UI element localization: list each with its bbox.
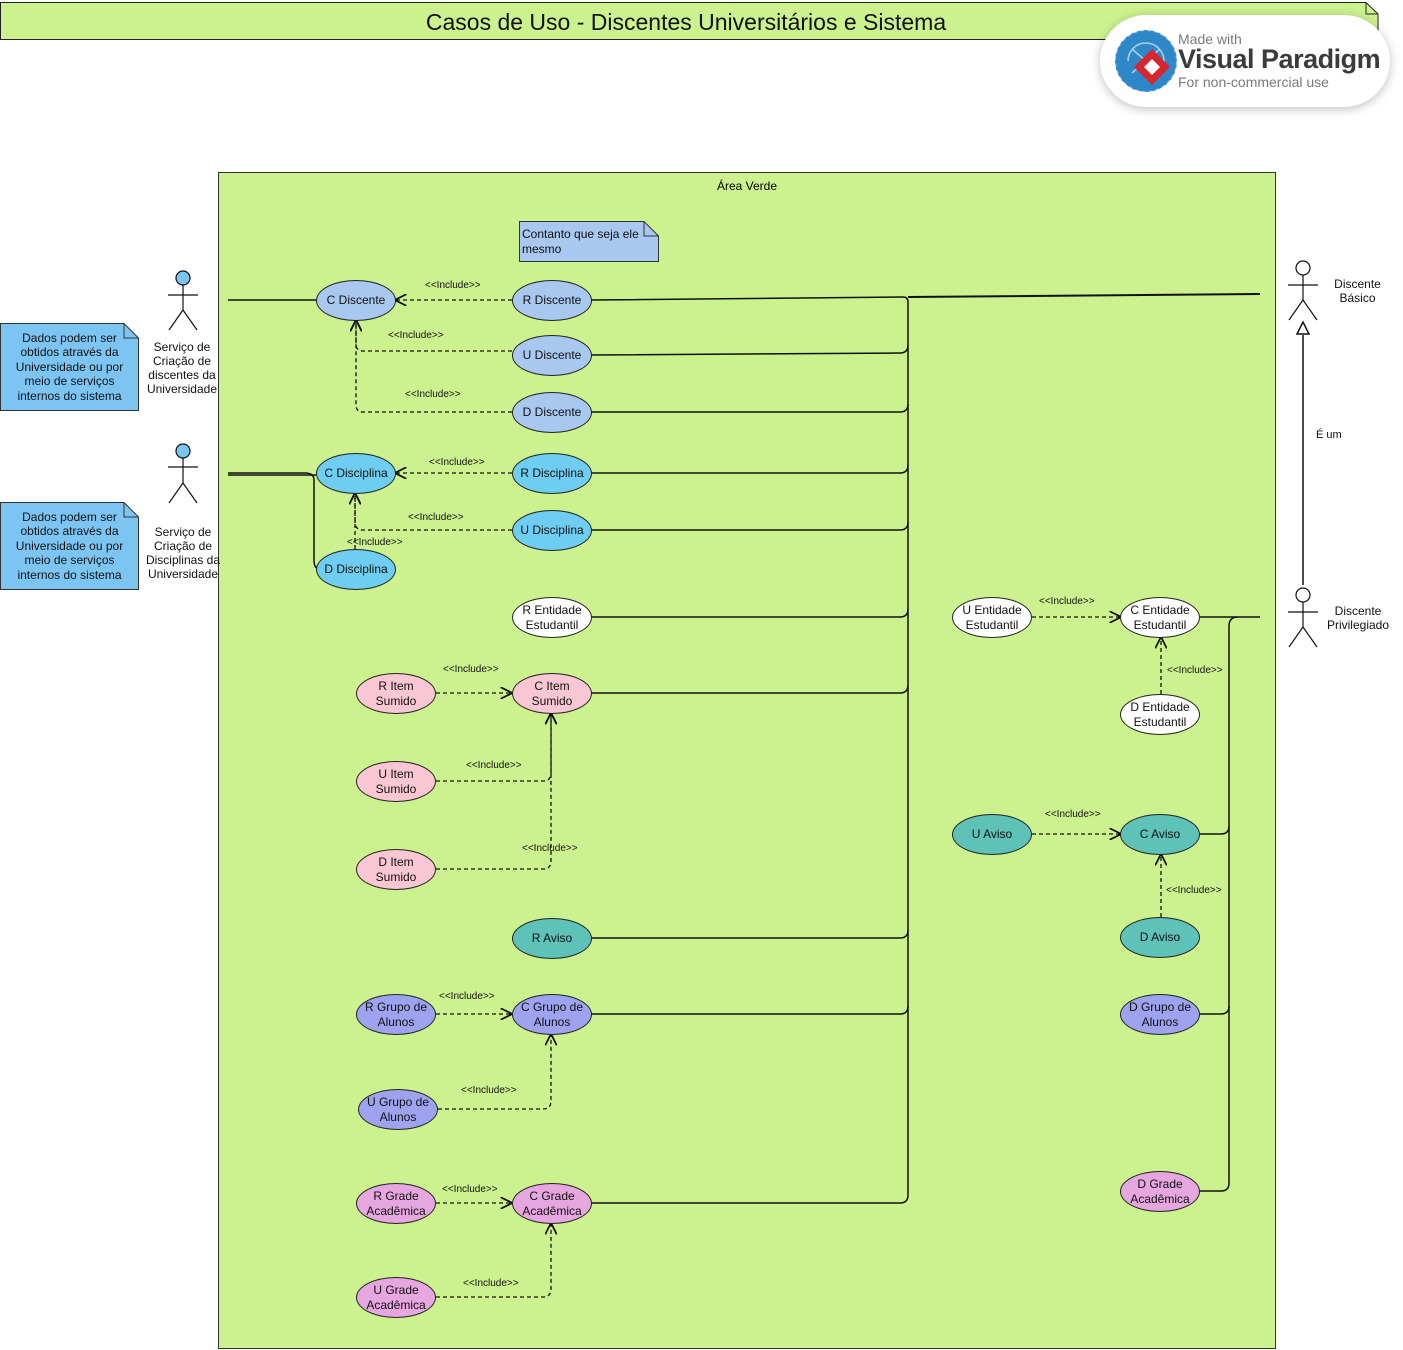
title-bar: Casos de Uso - Discentes Universitários … — [0, 2, 1379, 40]
use-case-d-grade[interactable]: D Grade Acadêmica — [1120, 1171, 1200, 1212]
include-label: <<Include>> — [522, 843, 578, 854]
use-case-u-entidade[interactable]: U Entidade Estudantil — [952, 597, 1032, 638]
include-label: <<Include>> — [443, 664, 499, 675]
assoc-line — [591, 521, 909, 531]
include-line — [355, 494, 512, 531]
actor-label-discentes-service: Serviço de Criação de discentes da Unive… — [146, 340, 218, 396]
assoc-line — [591, 684, 909, 694]
include-label: <<Include>> — [388, 330, 444, 341]
use-case-r-aviso[interactable]: R Aviso — [512, 918, 592, 959]
include-label: <<Include>> — [1039, 596, 1095, 607]
note-dados-disciplinas: Dados podem ser obtidos através da Unive… — [0, 502, 139, 590]
actor-discente-basico-icon — [1288, 260, 1318, 321]
include-label: <<Include>> — [429, 457, 485, 468]
visual-paradigm-logo-icon — [1114, 29, 1178, 93]
watermark-subtitle: For non-commercial use — [1178, 74, 1329, 90]
use-case-r-discente[interactable]: R Discente — [512, 280, 592, 321]
use-case-c-item[interactable]: C Item Sumido — [512, 673, 592, 714]
include-label: <<Include>> — [1167, 665, 1223, 676]
use-case-d-aviso[interactable]: D Aviso — [1120, 917, 1200, 958]
assoc-line — [1200, 1005, 1230, 1015]
assoc-line — [590, 344, 909, 356]
use-case-u-disciplina[interactable]: U Disciplina — [512, 510, 592, 551]
use-case-r-entidade[interactable]: R Entidade Estudantil — [512, 597, 592, 638]
use-case-c-aviso[interactable]: C Aviso — [1120, 814, 1200, 855]
include-label: <<Include>> — [463, 1278, 519, 1289]
include-label: <<Include>> — [1166, 885, 1222, 896]
assoc-trunk-basico — [590, 296, 909, 1204]
use-case-d-entidade[interactable]: D Entidade Estudantil — [1120, 694, 1200, 735]
actor-disciplinas-service-icon — [168, 443, 198, 504]
use-case-u-grupo[interactable]: U Grupo de Alunos — [358, 1089, 438, 1130]
include-label: <<Include>> — [461, 1085, 517, 1096]
watermark-brand: Visual Paradigm — [1178, 44, 1381, 74]
include-line — [436, 1224, 551, 1298]
use-case-d-grupo[interactable]: D Grupo de Alunos — [1120, 994, 1200, 1035]
actor-label-discente-basico: Discente Básico — [1334, 277, 1381, 305]
use-case-r-grupo[interactable]: R Grupo de Alunos — [356, 994, 436, 1035]
system-boundary: Área Verde — [218, 172, 1276, 1349]
include-line — [436, 714, 551, 870]
assoc-line — [1200, 825, 1230, 835]
include-label: <<Include>> — [425, 280, 481, 291]
use-case-d-item[interactable]: D Item Sumido — [356, 849, 436, 890]
use-case-c-entidade[interactable]: C Entidade Estudantil — [1120, 597, 1200, 638]
use-case-u-discente[interactable]: U Discente — [512, 335, 592, 376]
use-case-u-aviso[interactable]: U Aviso — [952, 814, 1032, 855]
visual-paradigm-watermark: Made with Visual Paradigm For non-commer… — [1100, 15, 1390, 107]
assoc-line — [591, 608, 909, 618]
use-case-r-item[interactable]: R Item Sumido — [356, 673, 436, 714]
actor-discentes-service-icon — [168, 270, 198, 331]
include-line — [356, 321, 512, 413]
include-label: <<Include>> — [408, 512, 464, 523]
use-case-r-disciplina[interactable]: R Disciplina — [512, 453, 592, 494]
use-case-u-item[interactable]: U Item Sumido — [356, 761, 436, 802]
use-case-c-disciplina[interactable]: C Disciplina — [316, 453, 396, 494]
assoc-line — [591, 464, 909, 474]
note-contanto: Contanto que seja ele mesmo — [519, 221, 659, 262]
generalization-arrowhead — [1295, 320, 1311, 335]
use-case-u-grade[interactable]: U Grade Acadêmica — [356, 1277, 436, 1318]
assoc-line — [228, 472, 321, 570]
include-label: <<Include>> — [466, 760, 522, 771]
include-line — [436, 714, 551, 782]
actor-label-disciplinas-service: Serviço de Criação de Disciplinas da Uni… — [145, 525, 221, 581]
boundary-label: Área Verde — [716, 179, 778, 193]
use-case-c-discente[interactable]: C Discente — [316, 280, 396, 321]
assoc-line — [907, 293, 1261, 298]
diagram-title: Casos de Uso - Discentes Universitários … — [425, 9, 947, 35]
include-label: <<Include>> — [442, 1184, 498, 1195]
use-case-d-disciplina[interactable]: D Disciplina — [316, 549, 396, 590]
assoc-line — [591, 403, 909, 413]
use-case-c-grupo[interactable]: C Grupo de Alunos — [512, 994, 592, 1035]
include-line — [438, 1035, 551, 1110]
include-label: <<Include>> — [347, 537, 403, 548]
include-label: <<Include>> — [1045, 809, 1101, 820]
include-line — [356, 321, 512, 352]
assoc-line — [591, 929, 909, 939]
include-label: <<Include>> — [405, 389, 461, 400]
assoc-trunk-privilegiado — [1200, 616, 1239, 1192]
generalization-label: É um — [1316, 429, 1342, 441]
actor-discente-privilegiado-icon — [1288, 587, 1318, 648]
note-dados-discentes: Dados podem ser obtidos através da Unive… — [0, 323, 139, 411]
assoc-line — [591, 1005, 909, 1015]
actor-label-discente-privilegiado: Discente Privilegiado — [1326, 604, 1390, 632]
use-case-c-grade[interactable]: C Grade Acadêmica — [512, 1183, 592, 1224]
include-label: <<Include>> — [439, 991, 495, 1002]
watermark-made-with: Made with — [1178, 31, 1242, 47]
use-case-r-grade[interactable]: R Grade Acadêmica — [356, 1183, 436, 1224]
use-case-d-discente[interactable]: D Discente — [512, 392, 592, 433]
